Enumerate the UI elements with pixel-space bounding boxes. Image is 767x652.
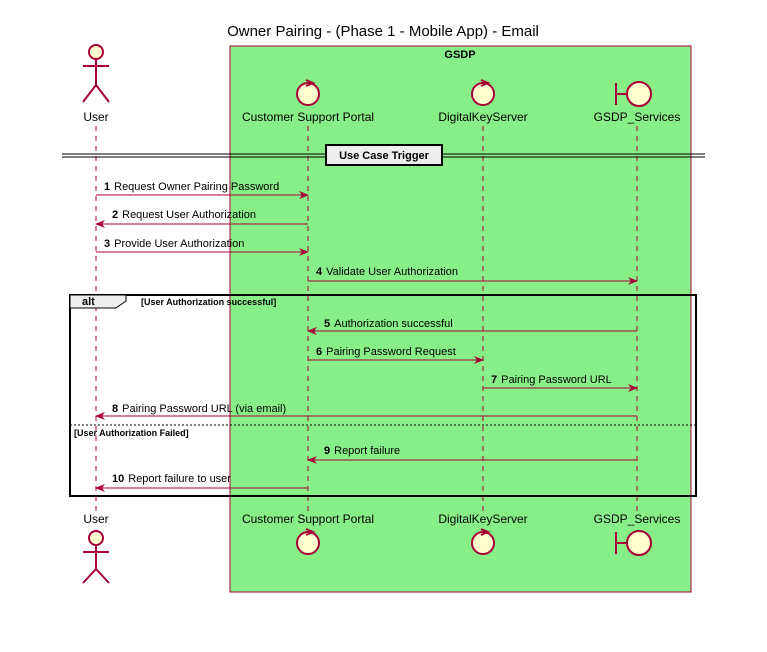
alt-keyword: alt bbox=[82, 296, 95, 308]
message-label: Pairing Password Request bbox=[326, 346, 456, 358]
participant-gsdp-services-label: GSDP_Services bbox=[594, 110, 681, 124]
message-5: 5 Authorization successful bbox=[307, 318, 637, 335]
message-number: 2 bbox=[112, 209, 118, 221]
message-number: 4 bbox=[316, 266, 323, 278]
control-icon bbox=[296, 79, 320, 106]
message-label: Report failure bbox=[334, 445, 400, 457]
participant-user-label: User bbox=[83, 512, 108, 526]
message-6: 6 Pairing Password Request bbox=[308, 346, 484, 364]
message-10: 10 Report failure to user bbox=[95, 473, 308, 492]
participant-gsdp-services-label: GSDP_Services bbox=[594, 512, 681, 526]
alt-fragment: alt [User Authorization successful] [Use… bbox=[69, 294, 697, 497]
control-icon bbox=[471, 528, 495, 555]
message-number: 3 bbox=[104, 238, 110, 250]
message-1: 1 Request Owner Pairing Password bbox=[96, 181, 309, 199]
participant-customer-support-portal-label: Customer Support Portal bbox=[242, 110, 374, 124]
participant-customer-support-portal-label: Customer Support Portal bbox=[242, 512, 374, 526]
message-label: Authorization successful bbox=[334, 318, 453, 330]
boundary-icon bbox=[615, 530, 652, 556]
alt-guard: [User Authorization successful] bbox=[141, 297, 276, 307]
actor-icon bbox=[82, 530, 110, 584]
boundary-icon bbox=[615, 81, 652, 107]
message-number: 9 bbox=[324, 445, 330, 457]
use-case-trigger-divider: Use Case Trigger bbox=[62, 144, 705, 166]
message-label: Validate User Authorization bbox=[326, 266, 458, 278]
gsdp-box: GSDP bbox=[229, 45, 692, 593]
message-number: 8 bbox=[112, 403, 118, 415]
actor-icon bbox=[82, 44, 110, 103]
message-9: 9 Report failure bbox=[307, 445, 637, 464]
participant-user-label: User bbox=[83, 110, 108, 124]
message-number: 5 bbox=[324, 318, 330, 330]
participant-digital-key-server-label: DigitalKeyServer bbox=[438, 512, 527, 526]
message-number: 6 bbox=[316, 346, 322, 358]
control-icon bbox=[471, 79, 495, 106]
message-label: Report failure to user bbox=[128, 473, 231, 485]
alt-fragment-tab bbox=[69, 294, 127, 309]
message-3: 3 Provide User Authorization bbox=[96, 238, 309, 256]
message-number: 7 bbox=[491, 374, 497, 386]
message-label: Request User Authorization bbox=[122, 209, 256, 221]
participants-bottom: User Customer Support Portal DigitalKeyS… bbox=[82, 512, 681, 584]
message-number: 1 bbox=[104, 181, 110, 193]
messages: 1 Request Owner Pairing Password 2 Request… bbox=[95, 181, 638, 492]
message-label: Request Owner Pairing Password bbox=[114, 181, 279, 193]
alt-fragment-frame bbox=[69, 294, 697, 497]
else-guard: [User Authorization Failed] bbox=[74, 428, 189, 438]
control-icon bbox=[296, 528, 320, 555]
message-number: 10 bbox=[112, 473, 124, 485]
lifelines bbox=[95, 126, 638, 512]
diagram-title: Owner Pairing - (Phase 1 - Mobile App) -… bbox=[227, 23, 539, 40]
participants-top: User Customer Support Portal DigitalKeyS… bbox=[82, 44, 681, 124]
divider-label: Use Case Trigger bbox=[339, 150, 430, 162]
message-label: Pairing Password URL (via email) bbox=[122, 403, 286, 415]
participant-digital-key-server-label: DigitalKeyServer bbox=[438, 110, 527, 124]
message-2: 2 Request User Authorization bbox=[95, 209, 308, 228]
message-7: 7 Pairing Password URL bbox=[483, 374, 638, 392]
message-label: Pairing Password URL bbox=[501, 374, 612, 386]
gsdp-box-background bbox=[229, 45, 692, 593]
message-8: 8 Pairing Password URL (via email) bbox=[95, 403, 637, 420]
gsdp-box-label: GSDP bbox=[444, 49, 475, 61]
message-label: Provide User Authorization bbox=[114, 238, 244, 250]
